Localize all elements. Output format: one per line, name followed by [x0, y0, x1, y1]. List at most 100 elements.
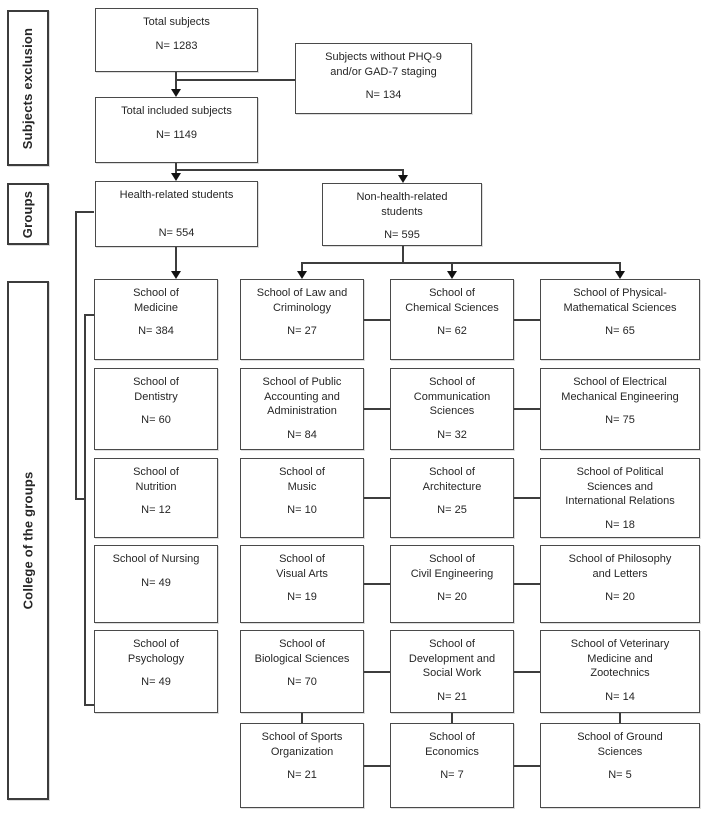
school-count: N= 49	[141, 676, 171, 688]
school-name: School of Chemical Sciences	[405, 287, 499, 314]
school-count: N= 7	[440, 769, 464, 781]
nonhealth-group-count: N= 595	[384, 229, 420, 241]
connector-line	[451, 713, 453, 723]
school-name: School of Economics	[425, 731, 479, 758]
nonhealth-group-box: Non-health-related students N= 595	[322, 183, 482, 246]
school-name: School of Electrical Mechanical Engineer…	[561, 376, 679, 403]
school-count: N= 12	[141, 504, 171, 516]
school-box-non-health-col-3-r2: School of Electrical Mechanical Engineer…	[540, 368, 700, 450]
school-name: School of Physical- Mathematical Science…	[563, 287, 677, 314]
school-box-non-health-col-1-r6: School of Sports Organization N= 21	[240, 723, 364, 808]
school-name: School of Visual Arts	[276, 553, 328, 580]
school-box-non-health-col-3-r3: School of Political Sciences and Interna…	[540, 458, 700, 538]
health-group-count: N= 554	[158, 226, 195, 239]
connector-line	[75, 498, 86, 500]
connector-line	[514, 765, 540, 767]
connector-line	[364, 497, 390, 499]
connector-line	[402, 169, 404, 176]
school-name: School of Philosophy and Letters	[568, 553, 672, 580]
connector-line	[75, 211, 94, 213]
nonhealth-group-label: Non-health-related students	[356, 191, 448, 218]
section-college-of-groups-label: College of the groups	[20, 471, 36, 610]
connector-line	[364, 765, 390, 767]
arrowhead-down-icon	[615, 271, 625, 279]
school-box-non-health-col-1-r3: School of Music N= 10	[240, 458, 364, 538]
connector-line	[175, 247, 177, 272]
school-name: School of Psychology	[127, 638, 185, 665]
school-count: N= 14	[605, 690, 635, 703]
school-count: N= 21	[287, 769, 317, 781]
school-box-non-health-col-1-r2: School of Public Accounting and Administ…	[240, 368, 364, 450]
connector-line	[514, 671, 540, 673]
connector-line	[301, 713, 303, 723]
connector-line	[451, 262, 453, 272]
connector-line	[364, 671, 390, 673]
connector-line	[619, 262, 621, 272]
school-box-non-health-col-3-r1: School of Physical- Mathematical Science…	[540, 279, 700, 360]
school-name: School of Veterinary Medicine and Zootec…	[570, 638, 670, 679]
school-name: School of Communication Sciences	[413, 376, 491, 417]
school-count: N= 70	[287, 676, 317, 688]
school-count: N= 10	[287, 504, 317, 516]
school-count: N= 384	[138, 325, 174, 337]
school-count: N= 84	[287, 428, 317, 441]
school-box-non-health-col-2-r5: School of Development and Social Work N= …	[390, 630, 514, 713]
connector-line	[514, 319, 540, 321]
connector-line	[84, 704, 94, 706]
school-count: N= 21	[437, 690, 467, 703]
school-count: N= 60	[141, 414, 171, 426]
total-included-count: N= 1149	[155, 128, 198, 141]
connector-line	[514, 497, 540, 499]
connector-line	[175, 163, 177, 174]
school-box-non-health-col-2-r2: School of Communication Sciences N= 32	[390, 368, 514, 450]
section-subjects-exclusion: Subjects exclusion	[7, 10, 49, 166]
section-subjects-exclusion-label: Subjects exclusion	[20, 27, 36, 149]
school-box-non-health-col-2-r1: School of Chemical Sciences N= 62	[390, 279, 514, 360]
school-name: School of Ground Sciences	[577, 731, 663, 758]
school-count: N= 62	[437, 325, 467, 337]
school-count: N= 49	[141, 576, 171, 589]
school-box-non-health-col-3-r6: School of Ground Sciences N= 5	[540, 723, 700, 808]
connector-line	[84, 314, 86, 706]
school-box-non-health-col-2-r4: School of Civil Engineering N= 20	[390, 545, 514, 623]
school-name: School of Public Accounting and Administ…	[262, 376, 342, 417]
school-count: N= 20	[437, 591, 467, 603]
school-name: School of Development and Social Work	[408, 638, 496, 679]
school-box-health-schools-r4: School of Nursing N= 49	[94, 545, 218, 623]
school-name: School of Sports Organization	[261, 731, 343, 758]
connector-line	[84, 314, 94, 316]
connector-line	[364, 319, 390, 321]
school-name: School of Music	[279, 466, 325, 493]
total-subjects-label: Total subjects	[143, 16, 210, 28]
school-name: School of Nursing	[112, 553, 200, 565]
arrowhead-down-icon	[171, 271, 181, 279]
school-box-non-health-col-2-r6: School of Economics N= 7	[390, 723, 514, 808]
school-name: School of Architecture	[422, 466, 482, 493]
school-count: N= 19	[287, 591, 317, 603]
school-count: N= 5	[608, 769, 632, 781]
school-name: School of Political Sciences and Interna…	[565, 466, 675, 507]
school-name: School of Civil Engineering	[410, 553, 494, 580]
connector-line	[364, 408, 390, 410]
school-count: N= 25	[437, 504, 467, 516]
school-count: N= 65	[605, 325, 635, 337]
connector-line	[175, 169, 404, 171]
arrowhead-down-icon	[447, 271, 457, 279]
health-group-box: Health-related students N= 554	[95, 181, 258, 247]
school-name: School of Medicine	[133, 287, 179, 314]
school-box-non-health-col-3-r5: School of Veterinary Medicine and Zootec…	[540, 630, 700, 713]
connector-line	[514, 583, 540, 585]
connector-line	[175, 72, 177, 90]
school-name: School of Law and Criminology	[256, 287, 348, 314]
total-subjects-count: N= 1283	[155, 39, 198, 52]
connector-line	[619, 713, 621, 723]
school-count: N= 75	[605, 414, 635, 426]
school-count: N= 18	[605, 518, 635, 531]
connector-line	[302, 262, 621, 264]
total-subjects-box: Total subjects N= 1283	[95, 8, 258, 72]
arrowhead-down-icon	[171, 173, 181, 181]
school-count: N= 32	[437, 428, 467, 441]
connector-line	[75, 211, 77, 500]
